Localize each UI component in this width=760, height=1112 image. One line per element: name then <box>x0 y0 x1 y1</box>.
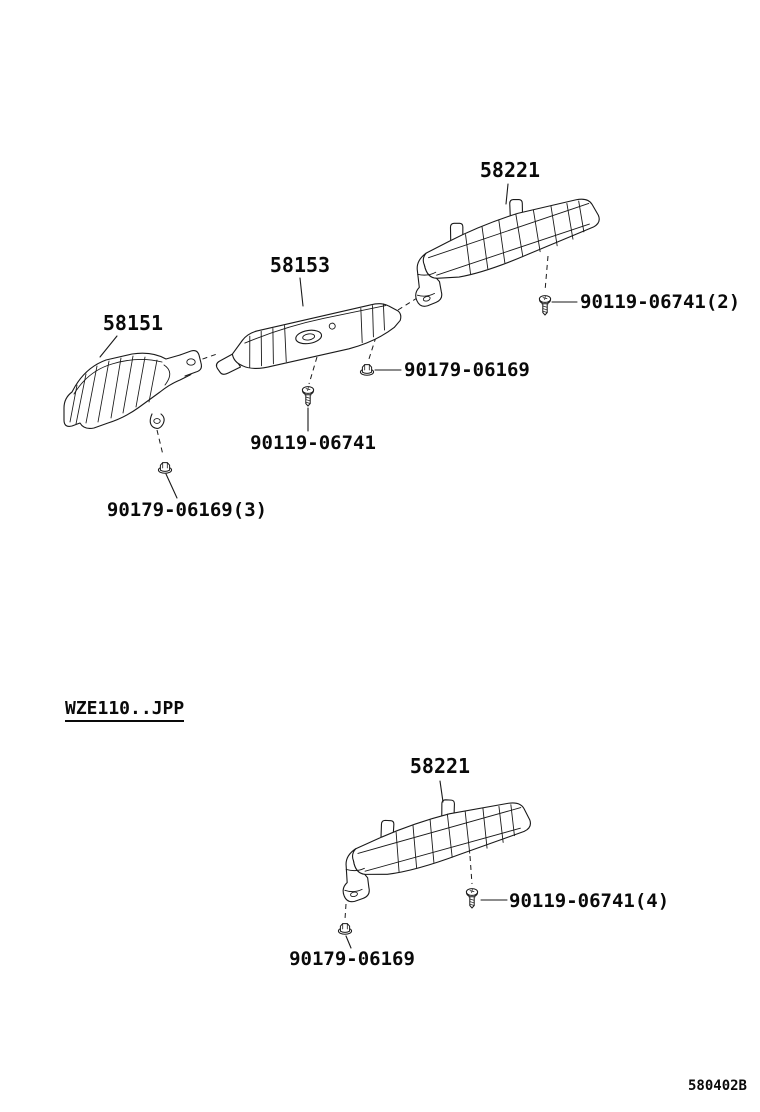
label-nut-90179-06169-bottom: 90179-06169 <box>289 948 415 970</box>
part-label-58221-bottom: 58221 <box>409 754 471 778</box>
diagram-code: 580402B <box>687 1078 747 1094</box>
nut-icon-90179-06169-top <box>359 364 375 376</box>
part-label-58221-top: 58221 <box>479 158 541 182</box>
variant-code-label: WZE110..JPP <box>65 699 185 722</box>
label-nut-90179-06169-top: 90179-06169 <box>404 359 530 381</box>
label-bolt-90119-06741-4: 90119-06741(4) <box>509 890 670 912</box>
part-label-58151: 58151 <box>102 311 164 335</box>
leader-lines <box>99 183 578 949</box>
heat-shield-58151 <box>63 349 202 430</box>
heat-shield-58221-bottom <box>327 781 540 904</box>
part-label-58153: 58153 <box>269 253 331 277</box>
label-bolt-90119-06741: 90119-06741 <box>250 432 376 454</box>
nut-icon-90179-06169-bottom <box>337 923 353 935</box>
bolt-icon-90119-06741-2 <box>538 295 552 316</box>
label-bolt-90119-06741-2: 90119-06741(2) <box>580 291 741 313</box>
label-nut-90179-06169-3: 90179-06169(3) <box>106 499 268 521</box>
bolt-icon-90119-06741-4 <box>465 888 479 909</box>
heat-shield-58153 <box>210 299 407 376</box>
heat-shield-58221-top <box>396 177 611 309</box>
dashed-construction-lines <box>156 255 549 920</box>
bolt-icon-90119-06741 <box>301 386 315 407</box>
nut-icon-90179-06169-3 <box>157 462 173 474</box>
